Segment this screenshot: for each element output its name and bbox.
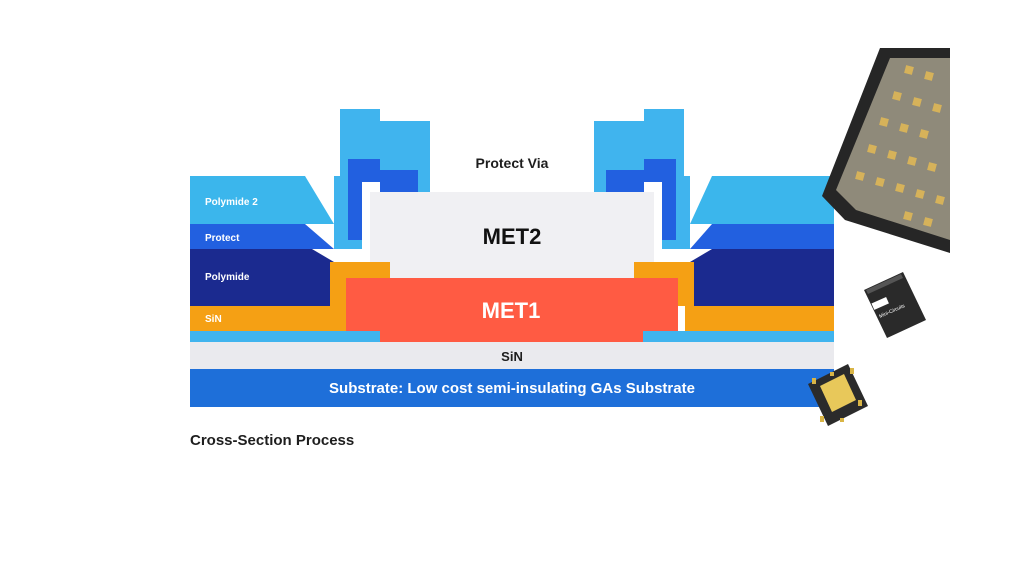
left-sin-layer <box>190 306 346 331</box>
left-protect-layer <box>190 224 334 249</box>
met2-layer <box>370 192 654 278</box>
right-polymide-layer <box>690 249 834 306</box>
label-sin-small: SiN <box>205 314 222 325</box>
right-sin-layer <box>685 306 834 331</box>
qfn-chip-image: Mini-Circuits <box>864 272 926 338</box>
label-protect-via: Protect Via <box>476 155 549 171</box>
label-polymide: Polymide <box>205 272 250 283</box>
label-met1: MET1 <box>482 298 541 323</box>
left-polymide-layer <box>190 249 334 306</box>
gold-qfn-chip-image <box>808 364 868 426</box>
figure-caption: Cross-Section Process <box>190 432 355 449</box>
right-via-sin-bracket <box>634 262 694 306</box>
label-substrate: Substrate: Low cost semi-insulating GAs … <box>329 380 695 397</box>
substrate-layer <box>190 369 834 407</box>
left-via-sin-bracket <box>330 262 390 306</box>
right-via-protect <box>606 159 676 240</box>
right-protect-layer <box>690 224 834 249</box>
right-thin-strip <box>643 331 834 342</box>
left-polymide2-layer <box>190 176 334 224</box>
label-polymide2: Polymide 2 <box>205 197 258 208</box>
label-protect: Protect <box>205 233 240 244</box>
label-sin-base: SiN <box>501 349 523 364</box>
left-thin-strip <box>190 331 380 342</box>
bga-package-image <box>822 48 950 253</box>
right-polymide2-layer <box>690 176 834 224</box>
met1-layer <box>346 278 678 342</box>
label-met2: MET2 <box>483 224 542 249</box>
sin-base-layer <box>190 342 834 369</box>
left-via-protect <box>348 159 418 240</box>
